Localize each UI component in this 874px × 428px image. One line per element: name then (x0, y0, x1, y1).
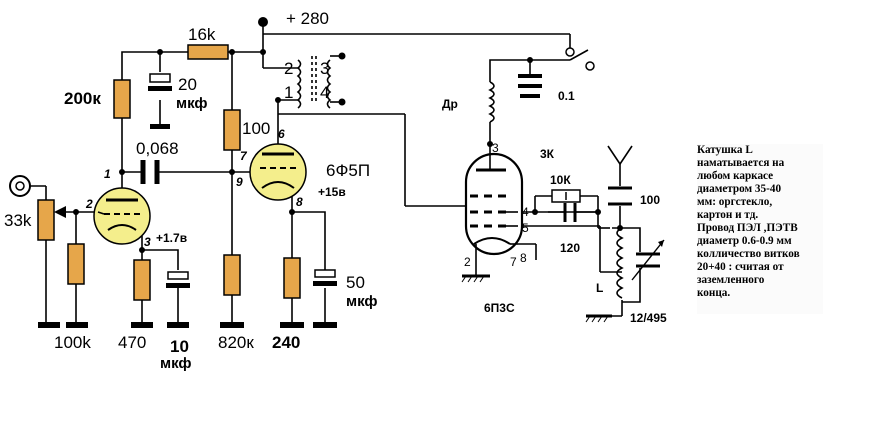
note-line: заземленного (697, 274, 765, 286)
label-v-17: +1.7в (156, 231, 187, 245)
resistors (37, 44, 581, 301)
label-c-100: 100 (640, 193, 660, 207)
resistor-100k (67, 243, 85, 285)
label-c-20: 20 (178, 75, 197, 94)
note-line: конца. (697, 287, 731, 299)
pin-t1-9: 9 (236, 175, 243, 189)
pin-t2-3: 3 (492, 141, 499, 155)
resistor-200k (113, 79, 131, 119)
pin-t1-8: 8 (296, 195, 303, 209)
label-c-50-unit: мкф (346, 293, 378, 310)
coil-l (616, 227, 624, 299)
resistor-100 (223, 109, 241, 151)
label-tube-6p3s: 6П3С (484, 301, 515, 315)
pin-t1-2: 2 (85, 197, 93, 211)
label-c-0068: 0,068 (136, 139, 179, 158)
pin-t1-7: 7 (240, 149, 248, 163)
resistor-33k (37, 199, 55, 241)
label-r-200k: 200к (64, 89, 101, 108)
note-line: диаметром 35-40 (697, 183, 782, 195)
label-r-240: 240 (272, 333, 300, 352)
note-line: Провод ПЭЛ ,ПЭТВ (697, 222, 798, 234)
tube-6f5p (249, 143, 307, 201)
label-supply-voltage: + 280 (286, 9, 329, 28)
grounds (38, 94, 612, 328)
label-r-10k: 10К (550, 173, 571, 187)
input-jack (9, 175, 31, 197)
pin-t1-1: 1 (104, 167, 111, 181)
note-line: наматывается на (697, 157, 785, 169)
label-r-100: 100 (242, 119, 270, 138)
pot-wiper-arrow (54, 206, 66, 218)
label-tube-6f5p: 6Ф5П (326, 161, 370, 180)
junction-dots (73, 17, 623, 253)
label-r-470: 470 (118, 333, 146, 352)
label-transformer-pin-1: 1 (284, 83, 293, 102)
label-transformer-pin-4: 4 (320, 83, 329, 102)
pin-t1-6: 6 (278, 127, 285, 141)
pin-t2-2: 2 (464, 255, 471, 269)
label-r-820k: 820к (218, 333, 254, 352)
note-line: 20+40 : считая от (697, 261, 784, 273)
tube-input (93, 187, 151, 245)
note-line: мм: оргстекло, (697, 196, 773, 208)
antenna (607, 145, 633, 166)
pin-t2-7: 7 (510, 255, 517, 269)
note-line: колличество витков (697, 248, 800, 260)
pin-t2-4: 4 (522, 205, 529, 219)
label-transformer-pin-3: 3 (320, 59, 329, 78)
label-c-50: 50 (346, 273, 365, 292)
tube-6p3s (464, 150, 524, 256)
label-r-33k: 33k (4, 211, 32, 230)
coil-notes: Катушка L наматывается на любом каркасе … (697, 144, 823, 314)
resistor-820k (223, 254, 241, 296)
resistor-240 (283, 257, 301, 299)
label-c-10: 10 (170, 337, 189, 356)
label-transformer-pin-2: 2 (284, 59, 293, 78)
label-v-15: +15в (318, 185, 346, 199)
label-c-01: 0.1 (558, 89, 575, 103)
pin-t2-5: 5 (522, 221, 529, 235)
text-labels: + 280 16k 200к 20 мкф 0,068 100 6Ф5П +15… (4, 9, 667, 372)
label-choke: Др (442, 97, 458, 111)
switch (565, 47, 595, 71)
label-r-3k: 3К (540, 147, 555, 161)
label-coil-l: L (596, 281, 603, 295)
choke-coil (488, 81, 495, 123)
label-c-20-unit: мкф (176, 95, 208, 112)
resistor-470 (133, 259, 151, 301)
transformer (296, 52, 346, 109)
capacitors (140, 73, 665, 288)
label-c-var: 12/495 (630, 311, 667, 325)
pin-t2-8: 8 (520, 251, 527, 265)
note-line: любом каркасе (697, 170, 774, 182)
note-line: Катушка L (697, 144, 753, 156)
resistor-16k (187, 44, 229, 60)
label-r-100k: 100k (54, 333, 91, 352)
label-c-120: 120 (560, 241, 580, 255)
note-line: диаметр 0.6-0.9 мм (697, 235, 792, 247)
label-c-10-unit: мкф (160, 355, 192, 372)
label-r-16k: 16k (188, 25, 216, 44)
note-line: картон и тд. (697, 209, 759, 221)
pin-t1-3: 3 (144, 235, 151, 249)
